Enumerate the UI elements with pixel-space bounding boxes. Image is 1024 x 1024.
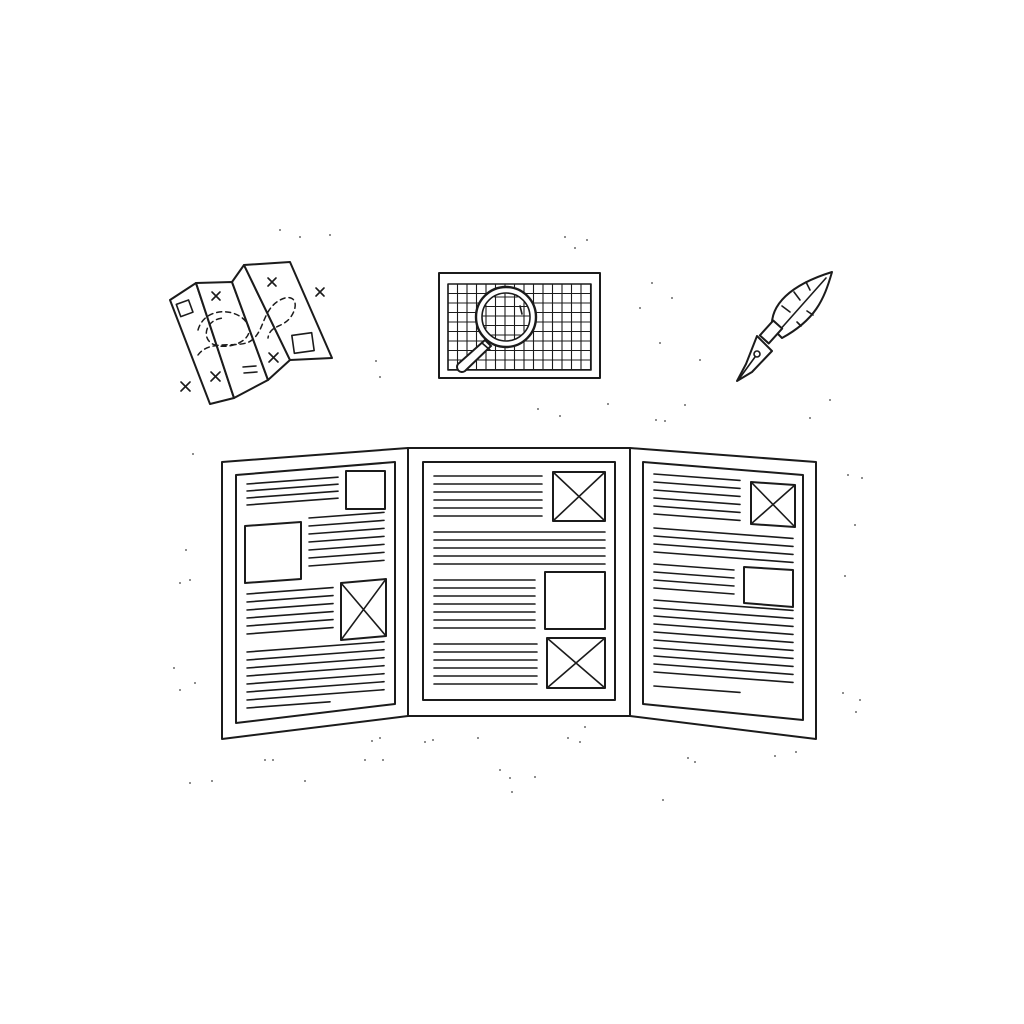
lens-grid bbox=[482, 293, 530, 341]
text-line bbox=[246, 626, 334, 635]
text-line bbox=[653, 631, 794, 644]
image-placeholder bbox=[345, 470, 386, 510]
text-line bbox=[246, 610, 334, 619]
image-placeholder-crossed bbox=[546, 637, 606, 689]
text-line bbox=[653, 587, 735, 595]
text-line bbox=[246, 497, 339, 506]
text-line bbox=[653, 623, 794, 636]
folded-map-icon bbox=[169, 261, 333, 405]
text-line bbox=[653, 571, 735, 579]
text-line bbox=[246, 594, 334, 603]
text-line bbox=[653, 639, 794, 652]
text-line bbox=[246, 586, 334, 595]
text-line bbox=[653, 655, 794, 668]
text-line bbox=[653, 607, 794, 620]
text-line bbox=[246, 640, 385, 653]
text-line bbox=[308, 535, 385, 543]
text-line bbox=[246, 602, 334, 611]
text-line bbox=[653, 535, 794, 548]
speckles bbox=[173, 229, 863, 801]
text-line bbox=[653, 647, 794, 660]
text-line bbox=[246, 483, 339, 492]
text-line bbox=[653, 505, 741, 514]
text-line bbox=[653, 615, 794, 628]
text-line bbox=[246, 656, 385, 669]
text-line bbox=[308, 543, 385, 551]
text-line bbox=[246, 476, 339, 485]
text-line bbox=[308, 527, 385, 535]
text-line bbox=[246, 680, 385, 693]
text-line bbox=[653, 579, 735, 587]
text-line bbox=[246, 648, 385, 661]
text-line bbox=[653, 563, 735, 571]
image-placeholder bbox=[244, 521, 302, 584]
text-line bbox=[653, 513, 741, 522]
text-line bbox=[308, 559, 385, 567]
text-line bbox=[653, 599, 794, 612]
image-placeholder-crossed bbox=[340, 578, 387, 641]
text-line bbox=[653, 671, 794, 684]
text-line bbox=[246, 618, 334, 627]
text-line bbox=[308, 511, 385, 519]
text-line bbox=[653, 473, 741, 482]
text-line bbox=[246, 672, 385, 685]
text-line bbox=[653, 551, 794, 564]
text-line bbox=[246, 490, 339, 499]
text-line bbox=[246, 688, 385, 701]
text-line bbox=[246, 700, 331, 709]
text-line bbox=[653, 663, 794, 676]
text-line bbox=[308, 551, 385, 559]
magnifier-on-grid-icon bbox=[438, 272, 601, 379]
text-line bbox=[308, 519, 385, 527]
trifold-brochure bbox=[221, 447, 817, 740]
image-placeholder-crossed bbox=[750, 481, 796, 528]
text-line bbox=[653, 481, 741, 490]
image-placeholder-crossed bbox=[552, 471, 606, 522]
text-line bbox=[246, 664, 385, 677]
text-line bbox=[653, 685, 741, 694]
text-line bbox=[653, 497, 741, 506]
quill-pen-icon bbox=[736, 271, 833, 382]
text-line bbox=[653, 489, 741, 498]
image-placeholder bbox=[743, 566, 794, 608]
image-placeholder bbox=[544, 571, 606, 630]
text-line bbox=[653, 543, 794, 556]
text-line bbox=[653, 527, 794, 540]
text-lines bbox=[246, 473, 794, 709]
